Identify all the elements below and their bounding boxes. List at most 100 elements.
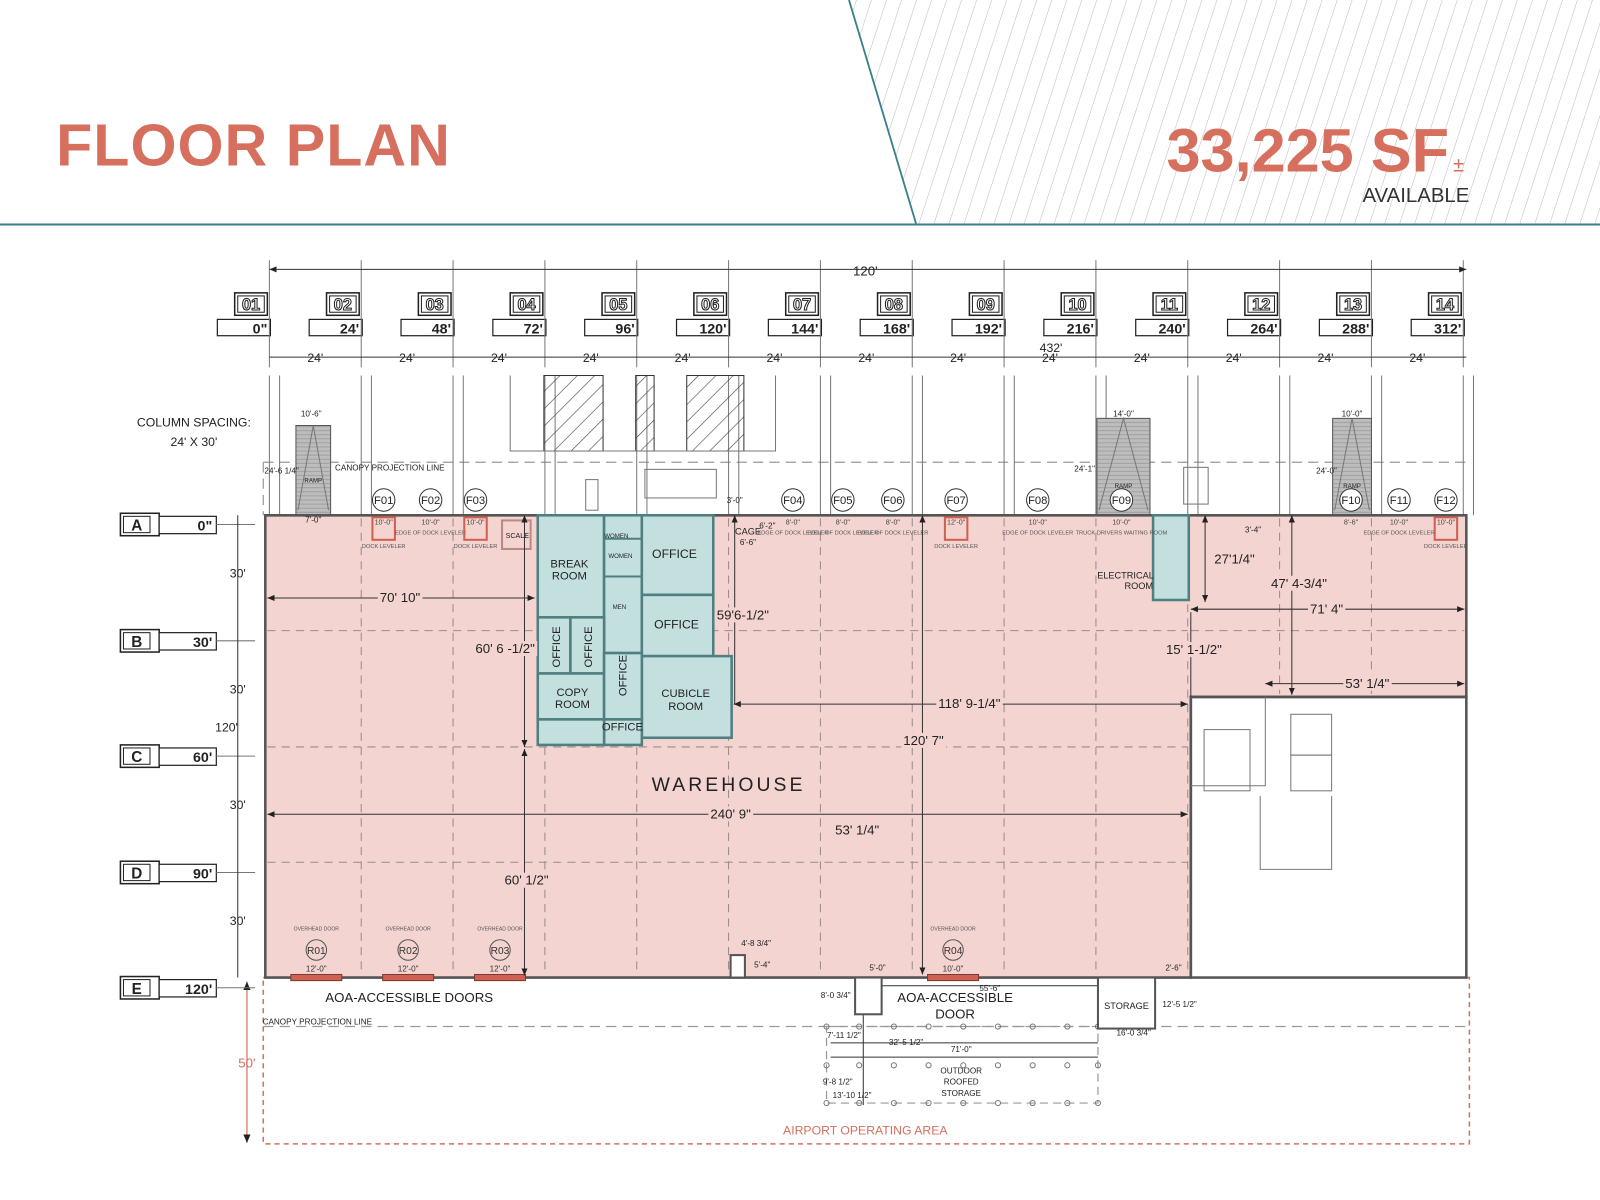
dock-width: 10'-0" xyxy=(466,518,485,526)
header-diagonal-rule xyxy=(848,0,918,225)
dimension-label: 10'-0" xyxy=(1342,409,1363,418)
dimension-label: 53' 1/4" xyxy=(835,823,879,838)
column-marker-04: 04 72' 24' xyxy=(492,260,599,368)
dock-type: EDGE OF DOCK LEVELER xyxy=(1002,531,1073,537)
column-distance: 264' xyxy=(1250,322,1277,338)
column-number: 05 xyxy=(609,296,627,314)
overall-width-dimension: 120' xyxy=(853,264,878,279)
column-post xyxy=(960,1100,967,1107)
room-label: OFFICE xyxy=(583,626,595,667)
dimension-label: 5'-4" xyxy=(754,960,770,969)
electrical-room xyxy=(1151,514,1191,602)
row-letter: D xyxy=(131,866,142,883)
room-label: OFFICE xyxy=(551,626,563,667)
dock-width: 8'-6" xyxy=(1344,518,1359,526)
dock-width: 8'-0" xyxy=(886,518,901,526)
dimension-label: 47' 4-3/4" xyxy=(1271,576,1327,591)
room-label: STORAGE xyxy=(1104,1001,1149,1011)
dock-width: 8'-0" xyxy=(836,518,851,526)
column-distance: 48' xyxy=(432,322,451,338)
dimension-label: 120' 7" xyxy=(903,733,944,748)
aoa-door-label: DOOR xyxy=(935,1006,975,1021)
north-structure xyxy=(509,375,777,452)
ramp-f01 xyxy=(295,425,332,516)
room-label: OFFICE xyxy=(618,655,630,696)
column-distance: 72' xyxy=(524,322,543,338)
dock-type: EDGE OF DOCK LEVELER xyxy=(807,531,878,537)
bay-spacing-label: 24' xyxy=(583,351,599,365)
room-label: ROOFED xyxy=(944,1078,979,1087)
hatched-area xyxy=(635,375,655,452)
header: FLOOR PLAN 33,225 SF ± AVAILABLE xyxy=(0,0,1600,226)
overhead-door-label: OVERHEAD DOOR xyxy=(477,927,523,933)
column-number: 09 xyxy=(977,296,995,314)
bay-spacing-label: 24' xyxy=(399,351,415,365)
overhead-door-width: 12'-0" xyxy=(398,964,419,973)
room-label: CUBICLE xyxy=(661,688,710,700)
column-post xyxy=(960,1062,967,1069)
column-post xyxy=(823,1100,830,1107)
room-label: SCALE xyxy=(506,532,530,540)
dock-type: DOCK LEVELER xyxy=(934,544,978,550)
storage-room xyxy=(1096,976,1157,1030)
bay-spacing-label: 24' xyxy=(858,351,874,365)
dock-id: F12 xyxy=(1436,495,1455,507)
bay-spacing-label: 24' xyxy=(1042,351,1058,365)
outdoor-roofed-storage xyxy=(823,1023,1102,1107)
column-post xyxy=(925,1062,932,1069)
column-spacing-value: 24' X 30' xyxy=(170,435,217,449)
dimension-label: 24'-0" xyxy=(1316,466,1337,475)
room-label: OUTDOOR xyxy=(940,1066,982,1075)
dimension-label: 7'-11 1/2" xyxy=(827,1031,861,1040)
aoa-doors-label: AOA-ACCESSIBLE DOORS xyxy=(325,990,493,1005)
dimension-label: 5'-0" xyxy=(869,963,885,972)
row-letter: C xyxy=(131,749,142,766)
dimension-label: 8'-0 3/4" xyxy=(821,991,851,1000)
column-distance: 288' xyxy=(1342,322,1369,338)
column-post xyxy=(925,1100,932,1107)
dock-width: 10'-0" xyxy=(1390,518,1409,526)
column-number: 06 xyxy=(701,296,719,314)
row-distance: 90' xyxy=(193,867,212,883)
column-post xyxy=(994,1023,1002,1030)
storage-closet xyxy=(536,718,606,747)
column-number: 04 xyxy=(517,296,535,314)
column-post xyxy=(823,1062,830,1069)
dock-id: F09 xyxy=(1112,495,1131,507)
dock-width: 10'-0" xyxy=(375,518,394,526)
column-post xyxy=(1029,1023,1036,1030)
area-plus-minus: ± xyxy=(1453,154,1464,176)
dimension-label: 59'6-1/2" xyxy=(717,607,769,622)
plan-labels: 120'432'120'50'COLUMN SPACING:24' X 30'C… xyxy=(137,264,1392,1138)
bay-spacing-label: 24' xyxy=(307,351,323,365)
dock-id: F11 xyxy=(1390,495,1409,507)
dimension-label: 6'-6" xyxy=(740,538,756,547)
dimension-label: 13'-10 1/2" xyxy=(833,1091,872,1100)
overall-depth-dimension: 120' xyxy=(215,721,238,735)
dimension-label: 240' 9" xyxy=(710,806,751,821)
room-label: WOMEN xyxy=(608,553,632,560)
column-number: 11 xyxy=(1161,296,1178,314)
dimension-label: 3'-0" xyxy=(727,496,743,505)
dock-width: 12'-0" xyxy=(947,518,966,526)
dimension-label: 71' 4" xyxy=(1310,601,1343,616)
dock-type: DOCK LEVELER xyxy=(454,544,498,550)
dock-type: EDGE OF DOCK LEVELER xyxy=(757,531,828,537)
overhead-door-label: OVERHEAD DOOR xyxy=(294,927,340,933)
dock-width: 10'-0" xyxy=(1437,518,1456,526)
room-label: STORAGE xyxy=(941,1089,981,1098)
dock-type: DOCK LEVELER xyxy=(1424,544,1468,550)
column-post xyxy=(890,1100,897,1107)
bay-spacing-label: 24' xyxy=(1226,351,1242,365)
dimension-label: 32'-5 1/2" xyxy=(889,1038,923,1047)
